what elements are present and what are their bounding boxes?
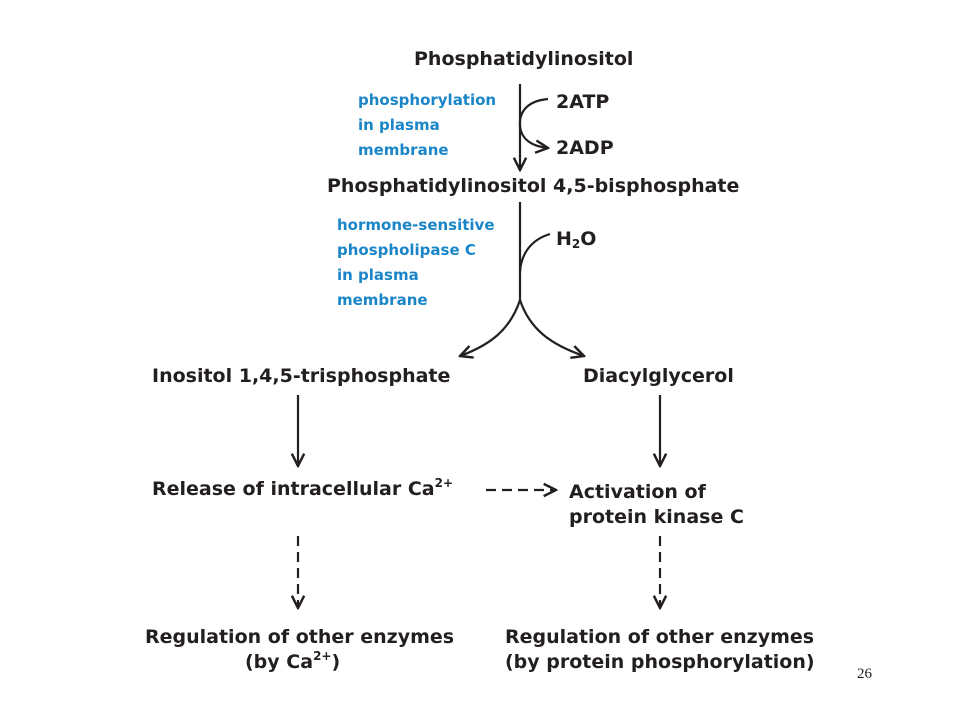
pkc-line: protein kinase C — [569, 506, 744, 528]
step2-enzyme-line: in plasma — [337, 266, 419, 284]
node-ip3: Inositol 1,4,5-trisphosphate — [152, 365, 451, 387]
ca-release-text: Release of intracellular Ca — [152, 478, 435, 500]
reg-ca-line: Regulation of other enzymes — [145, 626, 455, 648]
step1-enzyme-line: membrane — [358, 141, 449, 159]
h2o-o: O — [580, 228, 597, 250]
step1-enzyme-label: phosphorylation in plasma membrane — [358, 88, 496, 163]
node-reg-phos: Regulation of other enzymes (by protein … — [505, 625, 815, 675]
step2-enzyme-label: hormone-sensitive phospholipase C in pla… — [337, 213, 495, 313]
page-number: 26 — [857, 666, 872, 682]
node-dag: Diacylglycerol — [583, 365, 734, 387]
adp-output-curve — [518, 125, 548, 148]
step2-input-h2o: H2O — [556, 228, 597, 251]
step2-enzyme-line: hormone-sensitive — [337, 216, 495, 234]
reg-ca-pre: (by Ca — [245, 651, 314, 673]
step2-enzyme-line: membrane — [337, 291, 428, 309]
node-ca-release: Release of intracellular Ca2+ — [152, 477, 453, 500]
h2o-subscript: 2 — [571, 237, 581, 251]
node-reg-ca: Regulation of other enzymes (by Ca2+) — [145, 625, 454, 675]
step1-enzyme-line: phosphorylation — [358, 91, 497, 109]
reg-ca-line: (by Ca2+) — [145, 650, 454, 675]
reg-phos-line: Regulation of other enzymes — [505, 626, 815, 648]
h2o-input-curve — [518, 232, 551, 273]
step1-input: 2ATP — [556, 91, 610, 113]
reg-phos-line: (by protein phosphorylation) — [505, 651, 815, 673]
reg-ca-post: ) — [331, 651, 341, 673]
atp-input-curve — [518, 97, 549, 127]
node-pip2: Phosphatidylinositol 4,5-bisphosphate — [327, 175, 740, 197]
node-pkc-activation: Activation of protein kinase C — [569, 480, 744, 530]
h2o-h: H — [556, 228, 572, 250]
reg-ca-charge: 2+ — [313, 649, 332, 663]
pkc-line: Activation of — [569, 481, 706, 503]
arrow-to-dag — [518, 299, 584, 356]
ca-charge: 2+ — [434, 476, 453, 490]
step2-enzyme-line: phospholipase C — [337, 241, 476, 259]
step1-output: 2ADP — [556, 137, 614, 159]
arrow-to-ip3 — [460, 299, 522, 356]
node-phosphatidylinositol: Phosphatidylinositol — [414, 48, 634, 70]
step1-enzyme-line: in plasma — [358, 116, 440, 134]
